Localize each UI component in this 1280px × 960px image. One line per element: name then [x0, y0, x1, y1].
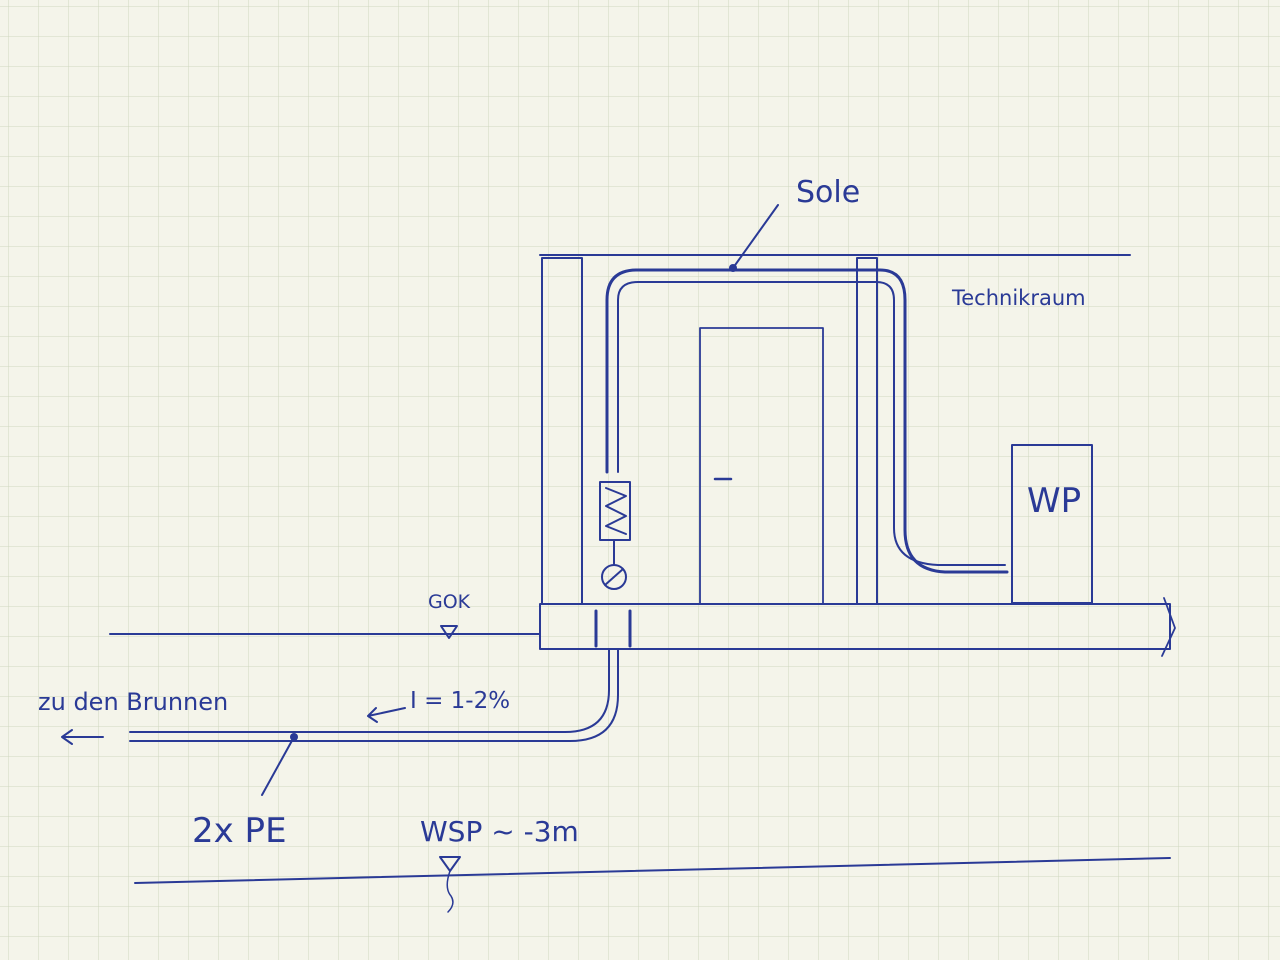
label-gok: GOK: [428, 591, 471, 613]
sole-pipe: [605, 268, 1009, 574]
label-sole: Sole: [796, 175, 860, 210]
pe-pipe: [129, 648, 619, 742]
label-2x-pe: 2x PE: [192, 811, 287, 851]
arrow-left-icon: [367, 707, 406, 723]
floor-slab: [539, 603, 1171, 650]
water-table-line: [134, 857, 1171, 884]
water-table-marker: [446, 870, 454, 913]
heat-pump-box: [1011, 444, 1093, 604]
sole-pipe: [617, 281, 1006, 566]
label-technikraum: Technikraum: [951, 286, 1086, 310]
floor-slab-break: [1161, 597, 1176, 657]
gok-marker: [440, 625, 458, 639]
arrow-left-icon: [61, 729, 104, 745]
pe-pointer: [261, 736, 295, 796]
pe-pipe: [129, 648, 610, 733]
label-zu-den-brunnen: zu den Brunnen: [38, 688, 228, 716]
sole-pointer: [732, 204, 779, 269]
label-gefaelle: I = 1-2%: [410, 688, 510, 714]
label-wsp: WSP ~ -3m: [420, 815, 579, 848]
door: [699, 327, 824, 605]
label-wp: WP: [1027, 481, 1081, 521]
pump-symbol: [604, 568, 624, 586]
water-table-marker: [439, 856, 461, 872]
filter-symbol: [605, 487, 627, 535]
